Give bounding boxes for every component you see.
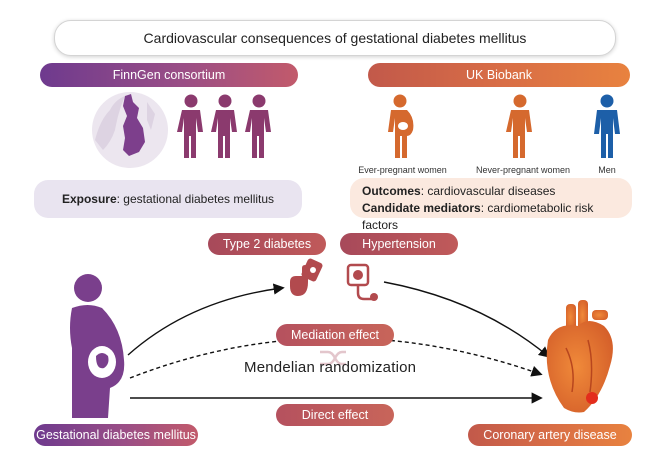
heart-icon — [546, 300, 613, 413]
exposure-label: Exposure — [61, 192, 117, 206]
finngen-women-icons — [177, 94, 271, 158]
arrow-hypertension-to-cad — [383, 281, 551, 358]
ukbiobank-header: UK Biobank — [368, 63, 630, 87]
outcomes-text: : cardiovascular diseases — [420, 184, 556, 198]
finngen-header: FinnGen consortium — [40, 63, 298, 87]
woman-icon — [211, 94, 237, 158]
shuffle-icon — [320, 350, 346, 366]
blood-pressure-monitor-icon — [346, 263, 378, 301]
outcome-node: Coronary artery disease — [468, 424, 632, 446]
glucose-meter-icon — [290, 258, 323, 296]
mendelian-randomization-label: Mendelian randomization — [244, 359, 417, 376]
diagram-title: Cardiovascular consequences of gestation… — [54, 20, 616, 56]
exposure-node: Gestational diabetes mellitus — [34, 424, 198, 446]
woman-icon — [506, 94, 532, 158]
arrow-mediation-dashed — [129, 337, 543, 379]
woman-icon — [177, 94, 203, 158]
group-label-ever-pregnant: Ever-pregnant women — [358, 165, 447, 175]
group-label-men: Men — [598, 165, 616, 175]
group-label-never-pregnant: Never-pregnant women — [475, 165, 571, 175]
exposure-panel: Exposure: gestational diabetes mellitus — [34, 180, 302, 218]
woman-icon — [245, 94, 271, 158]
finland-map-icon — [92, 92, 168, 168]
direct-effect-pill: Direct effect — [276, 404, 394, 426]
exposure-text: : gestational diabetes mellitus — [116, 192, 275, 206]
mediators-text: : cardiometabolic risk factors — [362, 201, 594, 232]
type2-diabetes-pill: Type 2 diabetes — [208, 233, 326, 255]
mediation-effect-pill: Mediation effect — [276, 324, 394, 346]
mediators-label: Candidate mediators — [362, 201, 481, 215]
man-icon — [594, 94, 620, 158]
outcomes-label: Outcomes — [362, 184, 421, 198]
arrow-exposure-to-t2d — [127, 283, 285, 356]
pregnant-woman-large-icon — [70, 274, 125, 418]
pregnant-woman-icon — [388, 94, 414, 158]
outcomes-panel: Outcomes: cardiovascular diseases Candid… — [350, 178, 632, 232]
hypertension-pill: Hypertension — [340, 233, 458, 255]
